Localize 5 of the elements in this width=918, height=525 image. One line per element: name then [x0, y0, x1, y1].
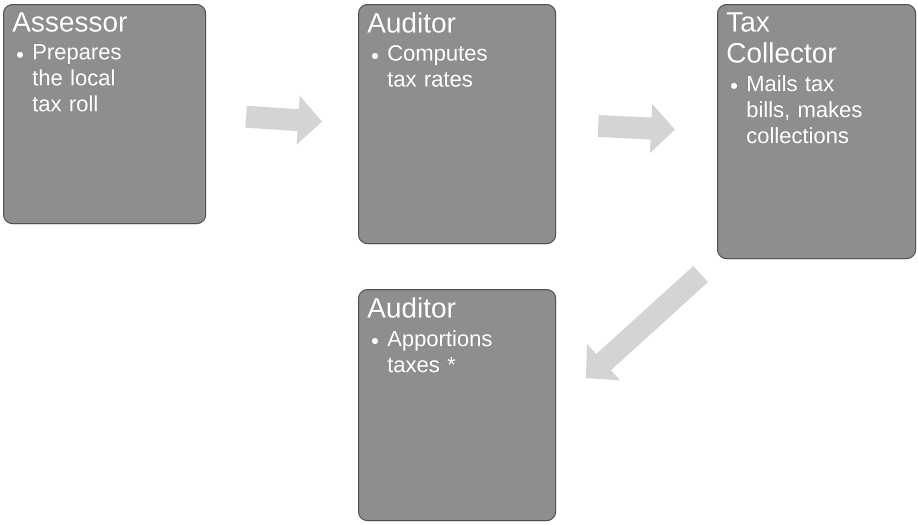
- process-box: Assessor Prepares the local tax roll: [3, 4, 206, 224]
- process-box: Auditor Computes tax rates: [358, 4, 556, 244]
- block-arrow: [586, 266, 708, 380]
- process-box: Tax Collector Mails tax bills, makes collections: [717, 4, 916, 260]
- process-box: Auditor Apportions taxes *: [358, 289, 556, 522]
